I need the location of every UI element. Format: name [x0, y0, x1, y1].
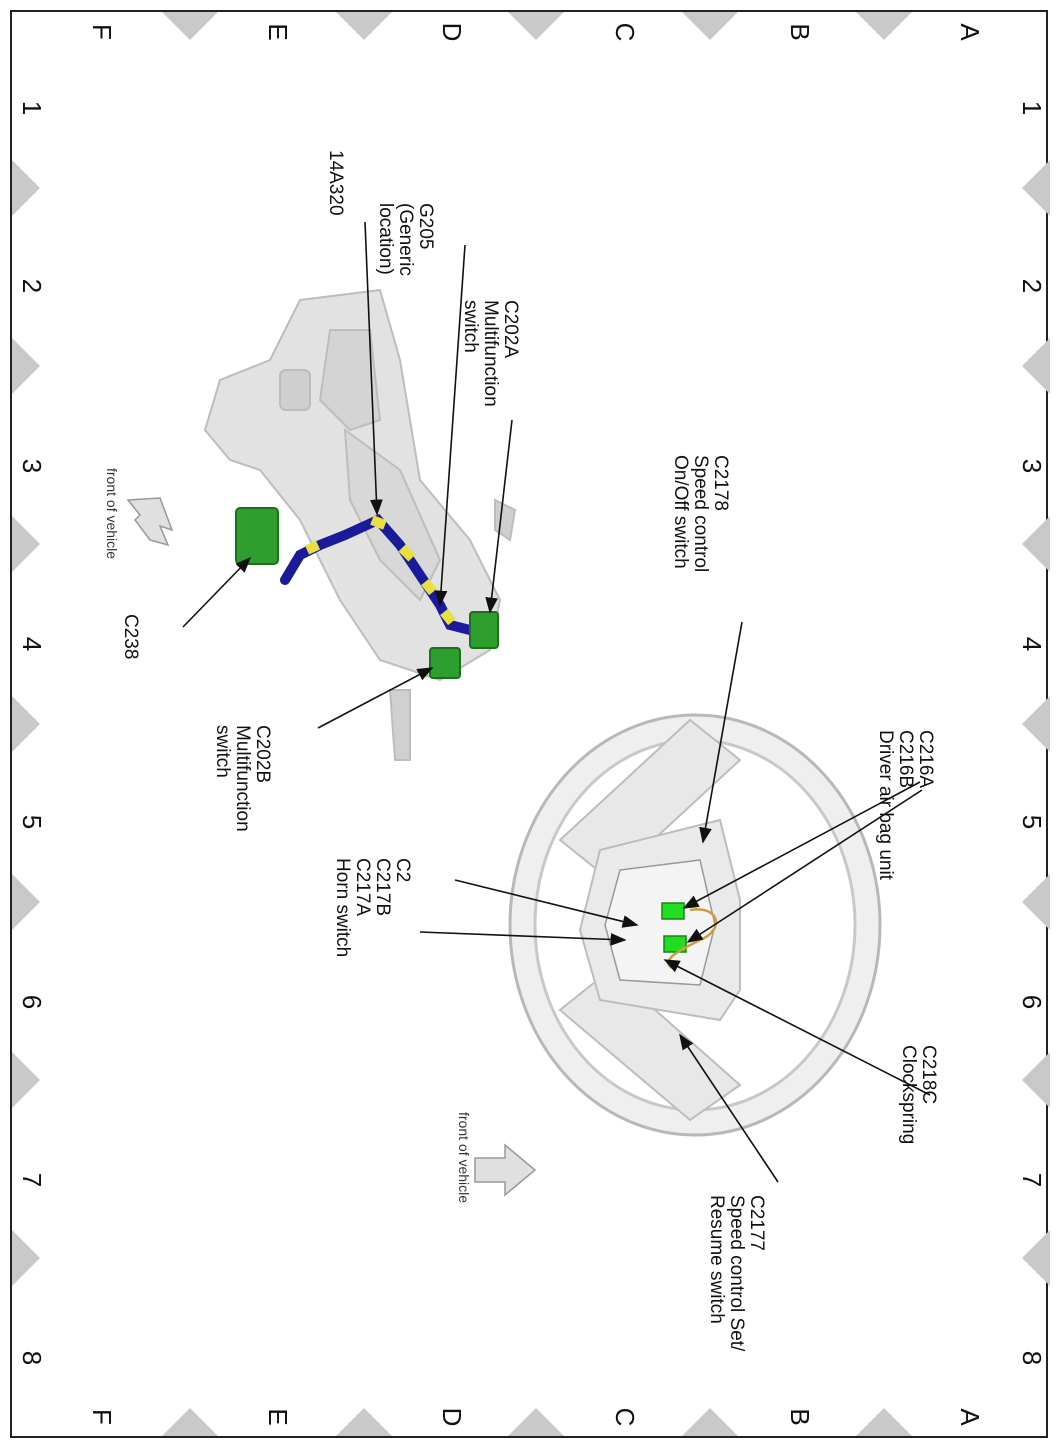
triangle-marker: [12, 338, 40, 394]
triangle-marker: [682, 1408, 738, 1436]
triangle-marker: [1022, 160, 1050, 216]
airbag-connectors: [661, 902, 687, 953]
triangle-marker: [856, 1408, 912, 1436]
leader-c2178: [699, 621, 743, 844]
triangle-marker: [1022, 1230, 1050, 1286]
leader-c218c: [663, 959, 931, 1096]
triangle-marker: [682, 12, 738, 40]
front-of-vehicle-label-left: front of vehicle: [104, 468, 120, 560]
leader-c202a: [485, 419, 513, 614]
triangle-marker: [12, 696, 40, 752]
label-c238: C238: [120, 614, 141, 660]
leader-c217: [419, 931, 627, 946]
leader-c2177: [679, 1033, 779, 1183]
triangle-marker: [12, 874, 40, 930]
c202b-connector: [429, 647, 461, 679]
triangle-marker: [12, 1230, 40, 1286]
c202a-connector: [469, 611, 499, 649]
leader-c202b: [317, 667, 434, 729]
label-14a320: 14A320: [325, 150, 346, 216]
triangle-marker: [1022, 696, 1050, 752]
leader-g205: [434, 244, 466, 607]
leader-14a320: [364, 221, 383, 516]
leader-c216a: [682, 781, 921, 909]
front-of-vehicle-label-right: front of vehicle: [456, 1112, 472, 1204]
steering-wheel: [508, 713, 882, 1137]
triangle-marker: [12, 160, 40, 216]
c216a-connector: [661, 902, 685, 920]
harness-14a320: [280, 513, 475, 635]
front-of-vehicle-arrow-left: [126, 497, 174, 547]
triangle-marker: [162, 12, 218, 40]
triangle-marker: [336, 12, 392, 40]
triangle-marker: [336, 1408, 392, 1436]
triangle-marker: [12, 516, 40, 572]
c238-connector: [235, 507, 279, 565]
c216b-connector: [663, 935, 687, 953]
triangle-marker: [508, 1408, 564, 1436]
triangle-marker: [508, 12, 564, 40]
triangle-marker: [1022, 1052, 1050, 1108]
leader-c2: [454, 879, 639, 928]
leader-c238: [182, 556, 252, 628]
front-of-vehicle-arrow-right: [474, 1143, 537, 1197]
triangle-marker: [1022, 516, 1050, 572]
leader-lines: [182, 221, 931, 1183]
triangle-marker: [1022, 874, 1050, 930]
leader-c216b: [686, 789, 923, 943]
column-connectors: [235, 507, 499, 679]
triangle-marker: [162, 1408, 218, 1436]
triangle-marker: [12, 1052, 40, 1108]
triangle-marker: [1022, 338, 1050, 394]
triangle-marker: [856, 12, 912, 40]
